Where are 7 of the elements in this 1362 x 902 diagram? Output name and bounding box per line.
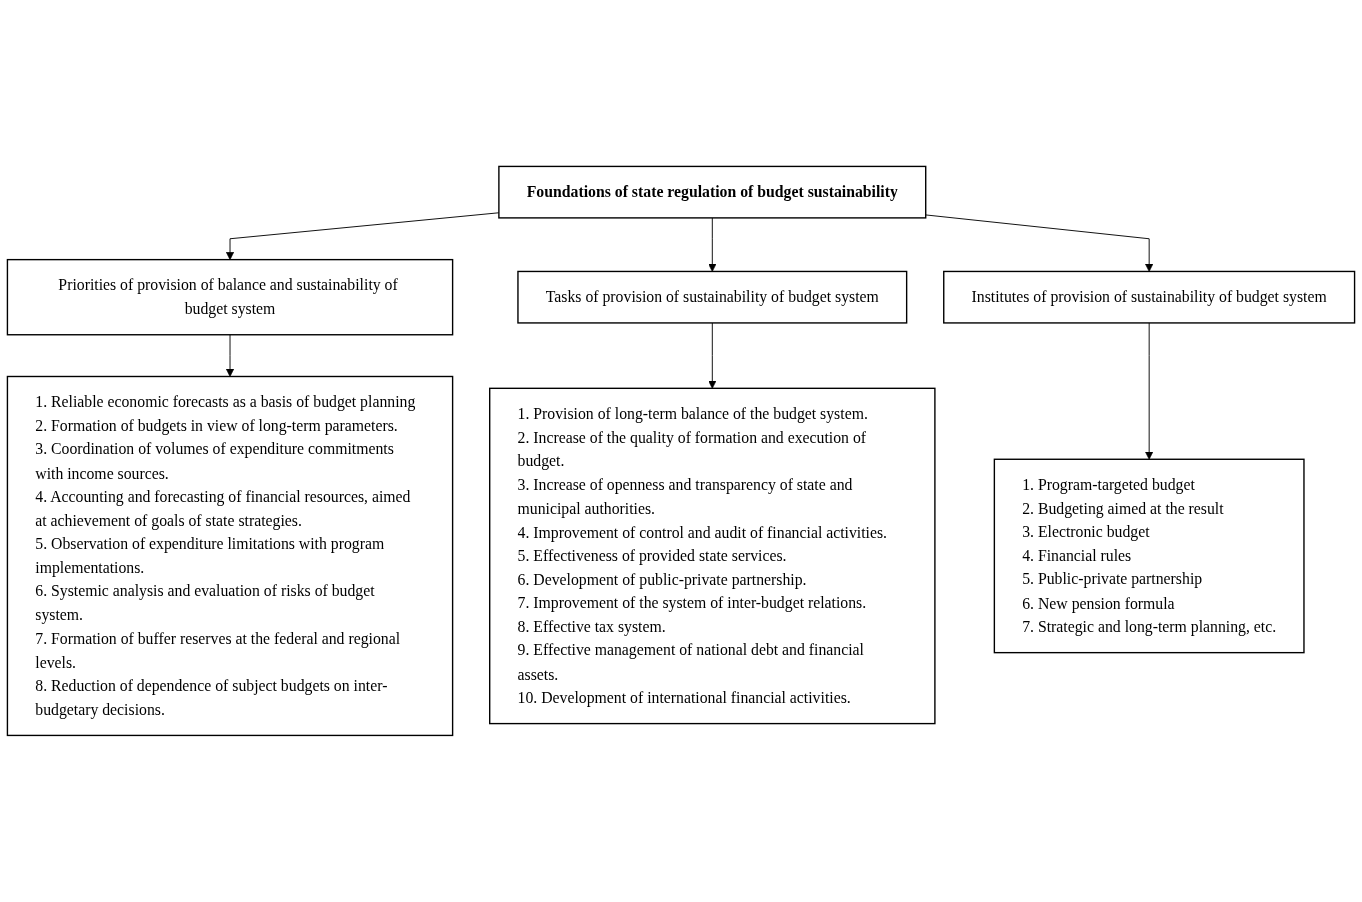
node-box [489,387,936,725]
node-box [993,458,1305,654]
node-box [943,270,1356,324]
node-box [498,165,927,219]
node-box [6,259,454,336]
node-box [6,375,454,737]
node-box [517,270,908,324]
